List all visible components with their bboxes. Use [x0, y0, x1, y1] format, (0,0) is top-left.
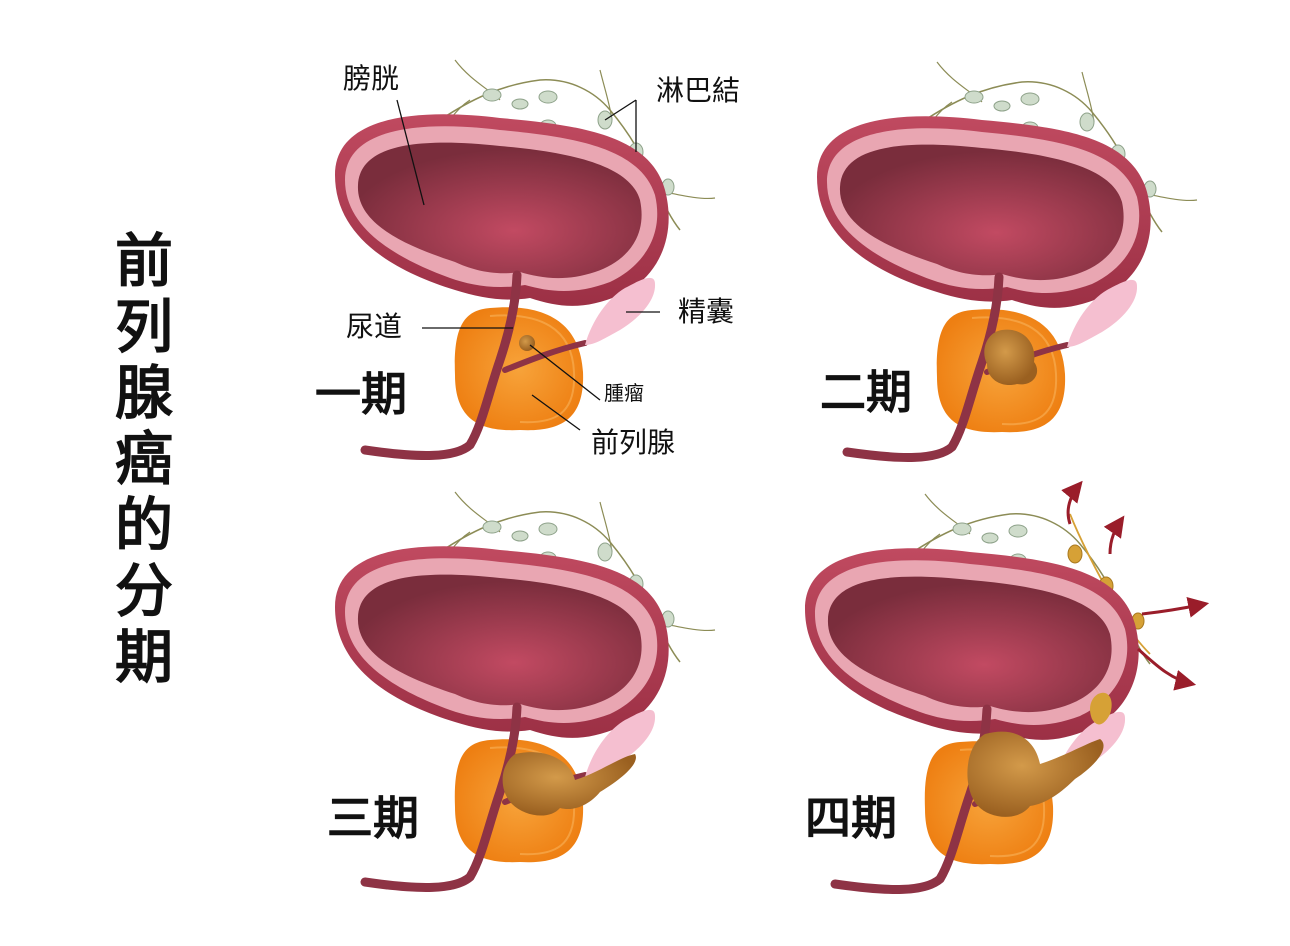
stage-label: 二期 — [820, 365, 912, 419]
tumor-small — [519, 335, 535, 351]
stage-label: 三期 — [327, 791, 419, 845]
label-lymph-nodes: 淋巴結 — [656, 74, 740, 107]
title: 前 列 腺 癌 的 分 期 — [108, 228, 180, 690]
title-char: 前 — [114, 227, 173, 295]
stage-3-panel: 三期 — [327, 491, 716, 887]
title-char: 列 — [114, 293, 173, 361]
title-char: 腺 — [114, 359, 173, 427]
tumor-spread — [1090, 692, 1112, 725]
stage-label: 四期 — [805, 791, 897, 845]
title-char: 癌 — [114, 425, 173, 493]
label-bladder: 膀胱 — [343, 62, 399, 95]
stage-label: 一期 — [315, 367, 407, 421]
label-prostate: 前列腺 — [591, 426, 675, 459]
tumor-large — [502, 752, 636, 816]
stage-2-panel: 二期 — [817, 61, 1198, 457]
title-char: 的 — [114, 491, 173, 559]
stage-4-panel: 四期 — [805, 480, 1210, 889]
metastasis-arrow — [1061, 480, 1083, 525]
metastasis-arrow — [1103, 515, 1125, 555]
label-urethra: 尿道 — [346, 310, 402, 343]
tumor-medium — [984, 329, 1038, 386]
metastasis-arrow — [1141, 596, 1210, 618]
title-char: 分 — [114, 557, 173, 625]
metastasis-arrow — [1137, 647, 1197, 691]
tumor-invasive — [967, 731, 1104, 817]
stage-1-panel: 膀胱 淋巴結 尿道 精囊 腫瘤 前列腺 一期 — [315, 59, 740, 459]
label-seminal-vesicle: 精囊 — [678, 295, 734, 328]
title-char: 期 — [114, 623, 173, 691]
label-tumor: 腫瘤 — [604, 381, 644, 405]
